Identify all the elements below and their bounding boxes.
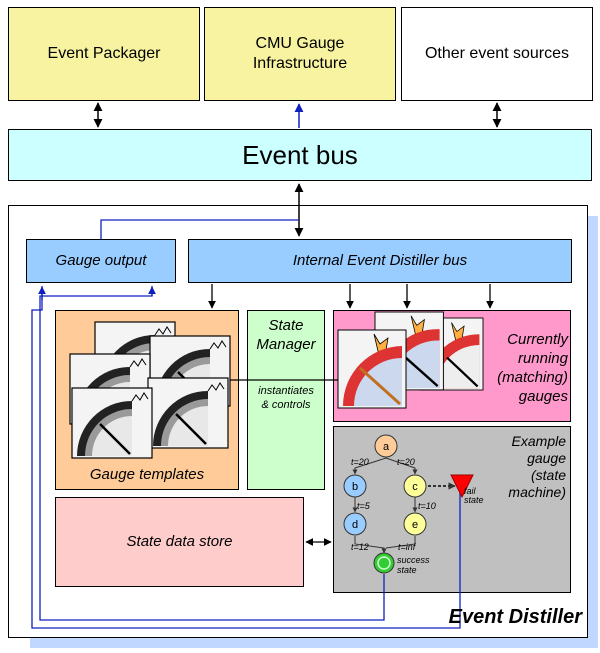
state-manager-box (247, 310, 325, 490)
state-data-store-box: State data store (55, 497, 304, 587)
state-node-e-label: e (412, 519, 418, 531)
edge-bd: t=5 (357, 501, 371, 511)
instantiates-line1: instantiates (258, 385, 314, 397)
success-label-1: success (397, 555, 430, 565)
edge-ab: t=20 (351, 457, 369, 467)
state-node-e (403, 512, 427, 536)
success-label-2: state (397, 565, 417, 575)
currently-line2: running (517, 350, 568, 367)
state-data-store-label: State data store (126, 532, 233, 550)
instantiates-line2: & controls (261, 399, 311, 411)
event-packager-box: Event Packager (8, 7, 200, 101)
state-machine: t=20 t=20 t=5 t=10 t=12 t=inf a b c d e … (343, 434, 484, 575)
currently-running-label: Currently running (matching) gauges (497, 330, 568, 406)
running-gauge-icons (337, 311, 484, 409)
internal-bus-label: Internal Event Distiller bus (292, 251, 468, 269)
line-gauge-output-to-bus (100, 219, 299, 239)
fail-label-1: fail (464, 486, 477, 496)
fail-state-node (450, 474, 474, 499)
instantiates-controls-label: instantiates & controls (247, 384, 325, 412)
state-manager-line2: Manager (256, 336, 316, 353)
example-line2: gauge (527, 450, 566, 466)
example-line4: machine) (508, 484, 566, 500)
state-node-b-label: b (352, 481, 358, 493)
edge-e-out: t=inf (398, 542, 417, 552)
currently-line1: Currently (507, 331, 568, 348)
currently-line4: gauges (518, 388, 568, 405)
cmu-gauge-label-line1: CMU Gauge (255, 35, 345, 52)
gauge-templates-label: Gauge templates (89, 466, 205, 483)
state-node-d (343, 512, 367, 536)
state-node-a-label: a (383, 441, 390, 453)
gauge-output-label: Gauge output (55, 251, 147, 269)
state-node-a (374, 434, 398, 458)
state-node-c (403, 474, 427, 498)
state-node-b (343, 474, 367, 498)
example-line3: (state (530, 467, 566, 483)
internal-event-distiller-bus-box: Internal Event Distiller bus (188, 239, 572, 283)
cmu-gauge-label-line2: Infrastructure (252, 55, 348, 72)
example-gauge-box (333, 426, 571, 593)
line-loop-outer (31, 286, 461, 629)
edge-d-out: t=12 (351, 542, 369, 552)
gauge-output-box: Gauge output (26, 239, 176, 283)
currently-line3: (matching) (497, 369, 568, 386)
state-manager-line1: State (268, 317, 304, 334)
state-node-d-label: d (352, 519, 358, 531)
event-distiller-title: Event Distiller (448, 606, 582, 628)
event-bus-label: Event bus (242, 139, 358, 170)
other-event-sources-label: Other event sources (424, 45, 570, 62)
example-gauge-label: Example gauge (state machine) (508, 433, 566, 501)
event-packager-label: Event Packager (47, 45, 161, 62)
fail-label-2: state (464, 495, 484, 505)
example-line1: Example (511, 433, 566, 449)
gauge-template-icons (68, 320, 232, 460)
event-bus-box: Event bus (8, 129, 592, 181)
cmu-gauge-infrastructure-box: CMU Gauge Infrastructure (204, 7, 396, 101)
state-manager-label: State Manager (247, 316, 325, 354)
edge-ac: t=20 (397, 457, 415, 467)
edge-ce: t=10 (418, 501, 436, 511)
state-node-c-label: c (412, 481, 418, 493)
other-event-sources-box: Other event sources (401, 7, 593, 101)
